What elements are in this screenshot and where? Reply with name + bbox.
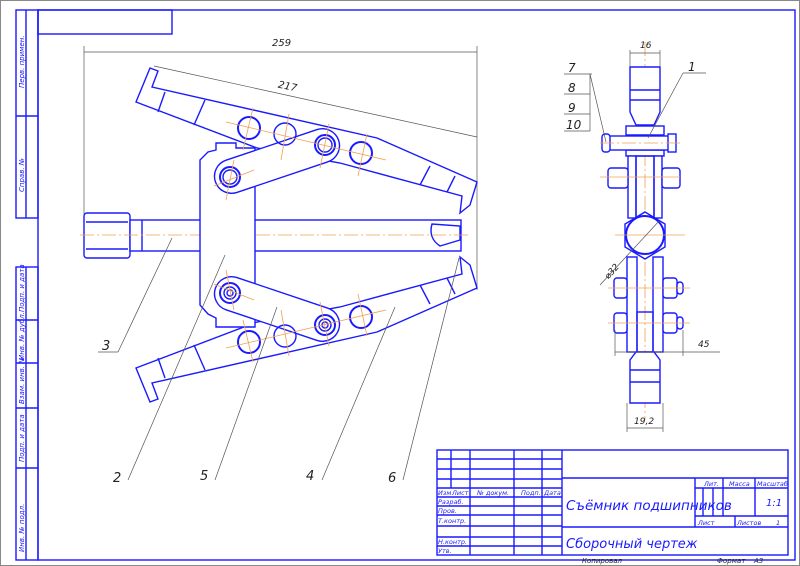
hdr-list: Лист: [451, 489, 469, 497]
role-utv: Утв.: [438, 547, 452, 555]
role-nkontr: Н.контр.: [438, 538, 467, 546]
dim-45: 45: [698, 340, 710, 350]
strip-vzam-inv: Взам. инв. №: [18, 356, 26, 404]
lit-label: Лит.: [703, 480, 719, 488]
dim-19-2: 19,2: [634, 417, 654, 427]
role-prov: Пров.: [438, 507, 457, 515]
label-part-6: 6: [388, 471, 396, 486]
center-marks: [213, 107, 387, 363]
label-part-8: 8: [568, 81, 576, 95]
label-part-10: 10: [566, 118, 582, 132]
screw-hex-head: [83, 212, 131, 259]
leader-lines: [98, 237, 460, 481]
side-view: 16 ⌀32 45 19,2: [564, 41, 720, 432]
strip-inv-podl: Инв. № подл.: [18, 504, 26, 552]
strip-sprav-no: Справ. №: [18, 158, 26, 192]
label-part-7: 7: [568, 61, 576, 75]
pins: [219, 116, 373, 354]
drawing-doc-type: Сборочный чертеж: [566, 537, 698, 552]
drawing-title: Съёмник подшипников: [566, 498, 732, 514]
upper-link: [213, 127, 341, 195]
scale-value: 1:1: [766, 498, 782, 509]
hdr-doc-no: № докум.: [476, 489, 509, 497]
side-top-jaw: [629, 66, 661, 126]
title-block: Изм Лист № докум. Подп. Дата Разраб. Про…: [436, 449, 789, 565]
label-part-2: 2: [113, 471, 121, 486]
format-value: A3: [753, 557, 763, 565]
copied-label: Копировал: [582, 557, 623, 565]
format-label: Формат: [717, 557, 746, 565]
label-part-1: 1: [688, 60, 696, 74]
role-razrab: Разраб.: [438, 498, 464, 506]
label-part-9: 9: [568, 101, 576, 115]
side-bottom-jaw: [629, 351, 661, 404]
screw-rod: [129, 219, 462, 252]
strip-inv-dubl: Инв. № дубл.: [18, 312, 26, 360]
hdr-podp: Подп.: [521, 489, 541, 497]
hdr-data: Дата: [543, 489, 561, 497]
dim-16: 16: [640, 41, 652, 51]
side-strip: Перв. примен. Справ. № Подп. и дата Инв.…: [15, 9, 39, 561]
lower-link: [213, 275, 341, 343]
side-hex-nut: [624, 211, 666, 260]
top-left-box: [37, 9, 173, 35]
strip-perv-primen: Перв. примен.: [18, 35, 26, 88]
sheets-label: Листов: [736, 519, 761, 527]
role-tkontr: Т.контр.: [438, 517, 466, 525]
hdr-izm: Изм: [438, 489, 451, 497]
label-part-3: 3: [102, 339, 110, 354]
dim-line-217: [153, 65, 478, 138]
front-view: 259 217: [80, 38, 478, 486]
masshtab-label: Масштаб: [757, 480, 788, 488]
dim-217: 217: [277, 80, 299, 95]
screw-tip-section: [430, 223, 461, 247]
dim-259: 259: [272, 38, 291, 49]
label-part-4: 4: [306, 469, 314, 484]
label-part-5: 5: [200, 469, 208, 484]
sheet-label: Лист: [697, 519, 715, 527]
massa-label: Масса: [729, 480, 750, 488]
strip-podp-data-2: Подп. и дата: [18, 414, 26, 462]
strip-podp-data-1: Подп. и дата: [18, 264, 26, 312]
sheets-count: 1: [776, 519, 780, 527]
